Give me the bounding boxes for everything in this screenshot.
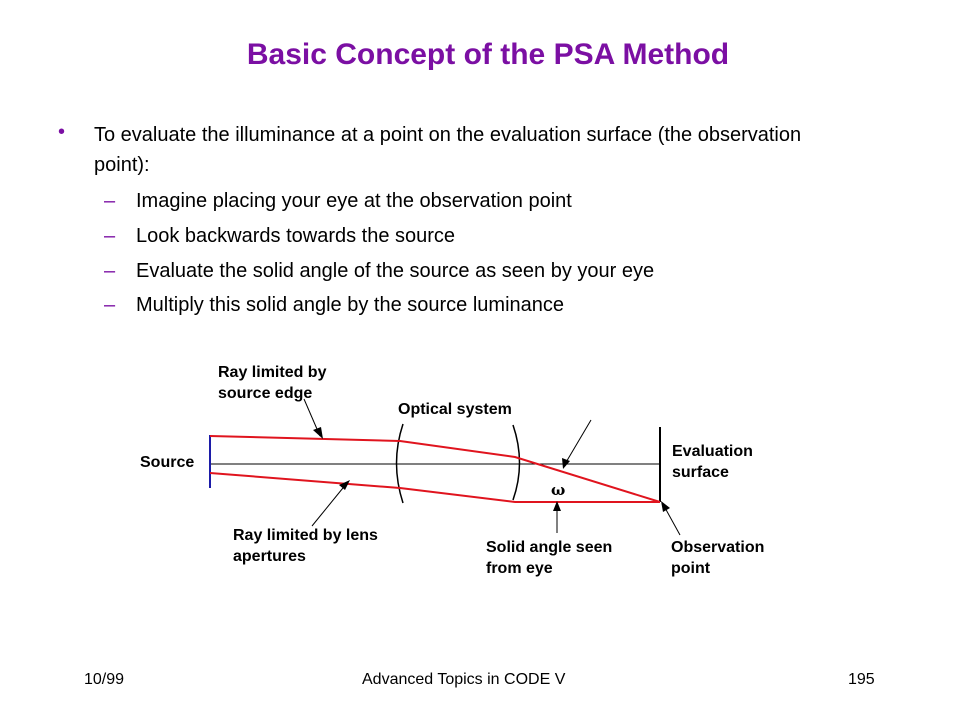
step-item: –Look backwards towards the source xyxy=(104,223,455,249)
step-text: Evaluate the solid angle of the source a… xyxy=(136,260,655,282)
label-source: Source xyxy=(140,454,195,471)
footer-page-number: 195 xyxy=(848,671,875,688)
label-ray-source-edge: Ray limited by source edge xyxy=(218,364,327,402)
lens-1 xyxy=(395,423,404,504)
arrow-ray-lens-apertures xyxy=(311,480,350,527)
label-observation-point: Observation point xyxy=(671,539,765,577)
label-solid-angle: Solid angle seen from eye xyxy=(486,539,613,577)
arrow-observation-point xyxy=(661,501,681,536)
step-item: –Multiply this solid angle by the source… xyxy=(104,292,564,318)
footer-course-title: Advanced Topics in CODE V xyxy=(362,671,566,688)
arrow-ray-source-edge xyxy=(303,398,323,439)
bullet-icon: • xyxy=(58,121,66,143)
step-item: –Imagine placing your eye at the observa… xyxy=(104,188,572,214)
label-evaluation-surface: Evaluation surface xyxy=(672,443,753,481)
label-ray-lens-apertures: Ray limited by lens apertures xyxy=(233,527,378,565)
dash-icon: – xyxy=(104,260,116,282)
label-omega: ω xyxy=(551,481,566,499)
step-text: Multiply this solid angle by the source … xyxy=(136,294,564,316)
label-optical-system: Optical system xyxy=(398,401,512,418)
arrow-solid-angle-top xyxy=(562,419,592,469)
intro-text: To evaluate the illuminance at a point o… xyxy=(94,124,802,176)
lens-2 xyxy=(512,424,521,501)
step-item: –Evaluate the solid angle of the source … xyxy=(104,258,654,284)
footer-date: 10/99 xyxy=(84,671,125,688)
slide-title: Basic Concept of the PSA Method xyxy=(246,38,730,71)
dash-icon: – xyxy=(104,294,116,316)
dash-icon: – xyxy=(104,225,116,247)
step-text: Imagine placing your eye at the observat… xyxy=(136,190,572,212)
ray-source-edge xyxy=(209,435,661,503)
step-text: Look backwards towards the source xyxy=(136,225,456,247)
arrow-solid-angle-bottom xyxy=(553,501,561,533)
ray-lens-apertures xyxy=(209,472,660,503)
dash-icon: – xyxy=(104,190,116,212)
